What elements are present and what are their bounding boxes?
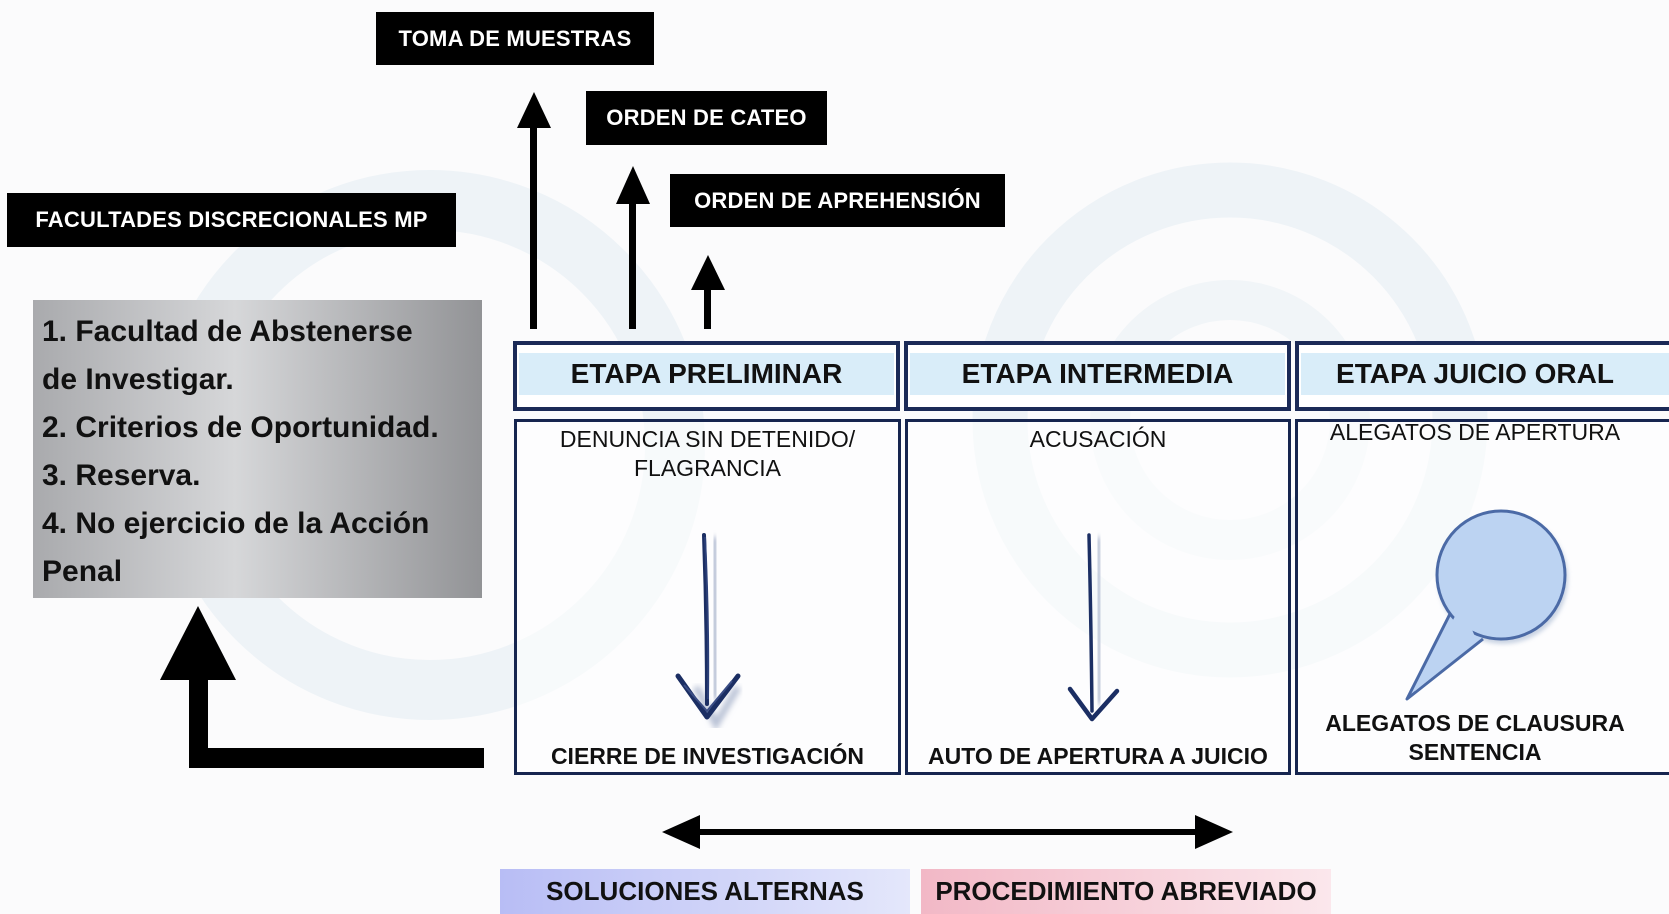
discretionary-powers-list: 1. Facultad de Abstenerse de Investigar.… <box>33 300 482 598</box>
stage-start-text: ALEGATOS DE APERTURA <box>1298 418 1669 447</box>
discretion-item: Penal <box>42 555 123 588</box>
stage-end-line: CIERRE DE INVESTIGACIÓN <box>550 743 865 769</box>
toma-de-muestras-label: TOMA DE MUESTRAS <box>376 12 654 65</box>
stage-end-line: SENTENCIA <box>1408 739 1542 765</box>
hand-drawn-down-arrow-icon <box>1067 533 1120 722</box>
stage-title: ETAPA INTERMEDIA <box>910 353 1285 395</box>
stage-box-intermedia: ACUSACIÓN AUTO DE APERTURA A JUICIO <box>905 419 1291 775</box>
stage-start-line: DENUNCIA SIN DETENIDO/ <box>559 426 856 452</box>
stage-end-text: ALEGATOS DE CLAUSURA SENTENCIA <box>1298 709 1669 767</box>
stage-header-juicio-oral: ETAPA JUICIO ORAL <box>1295 341 1669 411</box>
stage-title: ETAPA PRELIMINAR <box>519 353 894 395</box>
discretion-item: 4. No ejercicio de la Acción <box>42 507 430 540</box>
stage-header-preliminar: ETAPA PRELIMINAR <box>513 341 900 411</box>
stage-end-text: CIERRE DE INVESTIGACIÓN <box>517 742 898 771</box>
soluciones-alternas-label: SOLUCIONES ALTERNAS <box>500 869 910 914</box>
hand-drawn-down-arrow-icon <box>675 533 742 732</box>
discretion-item: 2. Criterios de Oportunidad. <box>42 411 439 444</box>
stage-end-line: AUTO DE APERTURA A JUICIO <box>928 743 1268 769</box>
stage-box-preliminar: DENUNCIA SIN DETENIDO/ FLAGRANCIA CIERRE… <box>514 419 901 775</box>
procedimiento-abreviado-label: PROCEDIMIENTO ABREVIADO <box>921 869 1331 914</box>
discretion-item: 3. Reserva. <box>42 459 201 492</box>
stage-start-text: DENUNCIA SIN DETENIDO/ FLAGRANCIA <box>517 425 898 483</box>
stage-start-line: ACUSACIÓN <box>1029 426 1167 452</box>
stage-end-line: ALEGATOS DE CLAUSURA <box>1325 710 1625 736</box>
stage-header-intermedia: ETAPA INTERMEDIA <box>904 341 1291 411</box>
stage-box-juicio-oral: ALEGATOS DE APERTURA ALEGATOS DE CLAUSUR… <box>1295 419 1669 775</box>
stage-start-text: ACUSACIÓN <box>908 425 1288 454</box>
discretion-item: de Investigar. <box>42 363 234 396</box>
stage-end-text: AUTO DE APERTURA A JUICIO <box>908 742 1288 771</box>
stage-start-line: FLAGRANCIA <box>634 455 781 481</box>
stage-title: ETAPA JUICIO ORAL <box>1301 353 1669 395</box>
orden-de-aprehension-label: ORDEN DE APREHENSIÓN <box>670 174 1005 227</box>
map-pin-balloon-icon <box>1405 509 1568 701</box>
stage-start-line: ALEGATOS DE APERTURA <box>1329 419 1621 445</box>
facultades-discrecionales-label: FACULTADES DISCRECIONALES MP <box>7 193 456 247</box>
orden-de-cateo-label: ORDEN DE CATEO <box>586 91 827 145</box>
discretion-item: 1. Facultad de Abstenerse <box>42 315 413 348</box>
